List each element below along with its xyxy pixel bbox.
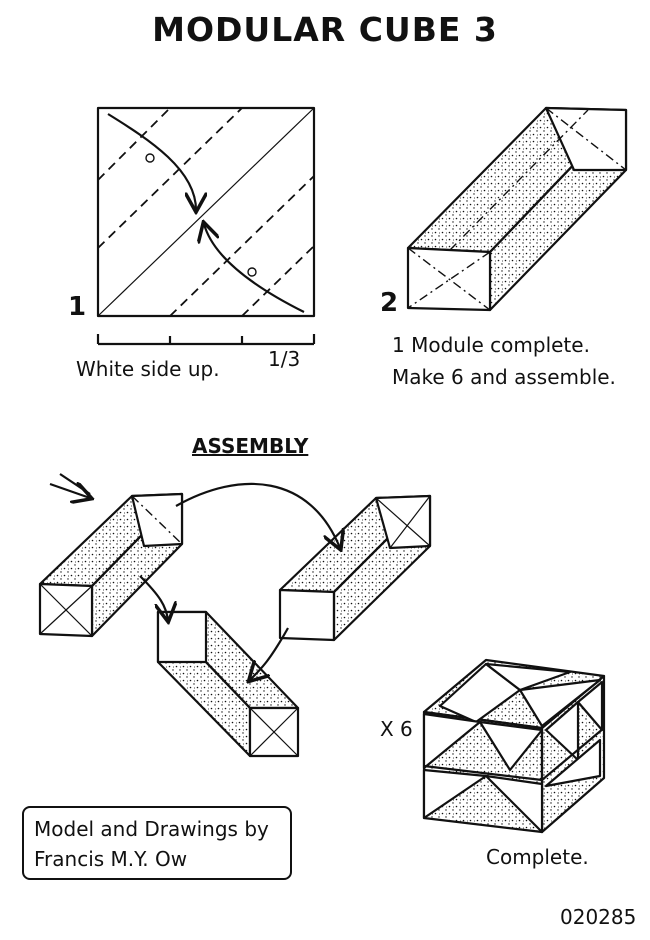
assembly-heading: ASSEMBLY — [192, 434, 309, 458]
step2-caption-line2: Make 6 and assemble. — [392, 365, 616, 389]
completed-cube-drawing — [422, 658, 606, 834]
step1-caption: White side up. — [76, 357, 220, 381]
cube-multiplier: X 6 — [380, 717, 413, 741]
credit-line2: Francis M.Y. Ow — [34, 847, 188, 871]
step2-caption-line1: 1 Module complete. — [392, 333, 590, 357]
step2-module-drawing — [406, 106, 628, 312]
assembly-drawing — [38, 473, 432, 758]
credit-line1: Model and Drawings by — [34, 817, 269, 841]
step1-square-diagram — [96, 106, 316, 346]
credit-box: Model and Drawings by Francis M.Y. Ow — [22, 806, 292, 880]
document-code: 020285 — [560, 905, 637, 929]
page-title: MODULAR CUBE 3 — [152, 10, 498, 49]
step1-number: 1 — [68, 292, 87, 322]
step1-fraction-label: 1/3 — [268, 347, 301, 371]
step2-number: 2 — [380, 288, 399, 318]
complete-caption: Complete. — [486, 845, 589, 869]
